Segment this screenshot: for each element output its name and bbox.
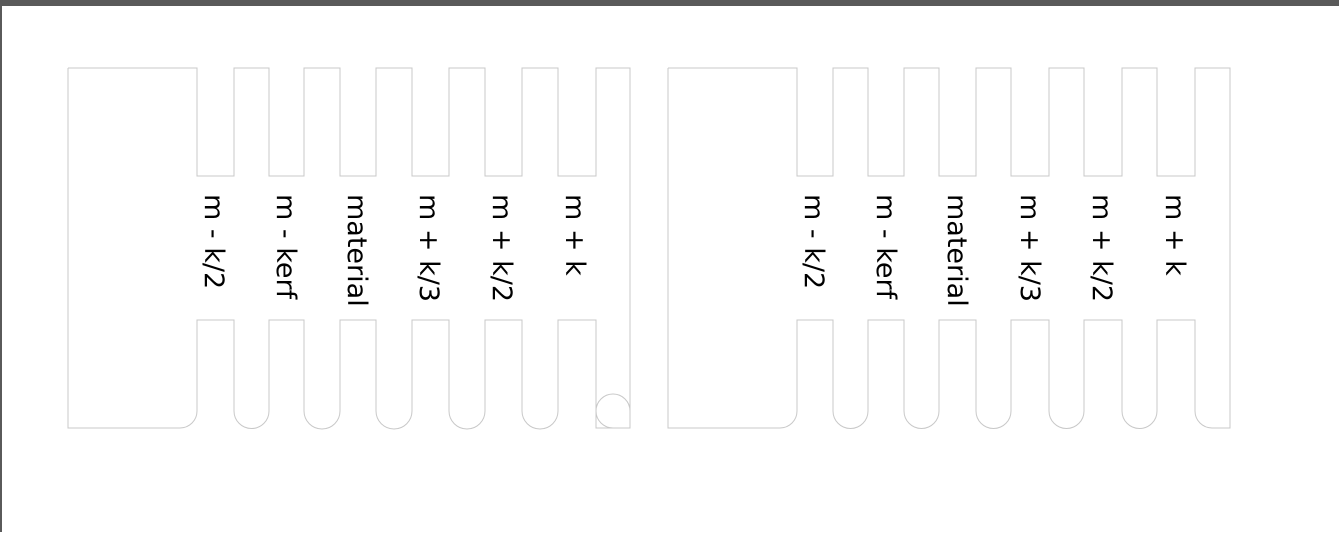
kerf-template-2: m - k/2 m - kerf material m + k/3 m + k/… [667, 67, 1231, 429]
slot-label-m-plus-k3: m + k/3 [413, 194, 444, 302]
slot-label-m-minus-kerf: m - kerf [870, 194, 901, 301]
slot-label-m-minus-kerf: m - kerf [270, 194, 301, 301]
slot-label-m-plus-k3: m + k/3 [1014, 194, 1045, 302]
template-outline [67, 67, 631, 430]
slot-label-m-minus-k2: m - k/2 [198, 194, 229, 289]
template-outline [667, 67, 1231, 429]
kerf-test-drawing: m - k/2 m - kerf material m + k/3 m + k/… [67, 67, 1231, 430]
slot-label-material: material [941, 194, 972, 307]
slot-label-m-plus-k2: m + k/2 [1086, 194, 1117, 302]
slot-label-m-minus-k2: m - k/2 [798, 194, 829, 289]
slot-label-m-plus-k: m + k [1159, 194, 1190, 276]
kerf-template-1: m - k/2 m - kerf material m + k/3 m + k/… [67, 67, 631, 430]
slot-label-m-plus-k: m + k [559, 194, 590, 276]
slot-label-m-plus-k2: m + k/2 [486, 194, 517, 302]
slot-label-material: material [341, 194, 372, 307]
